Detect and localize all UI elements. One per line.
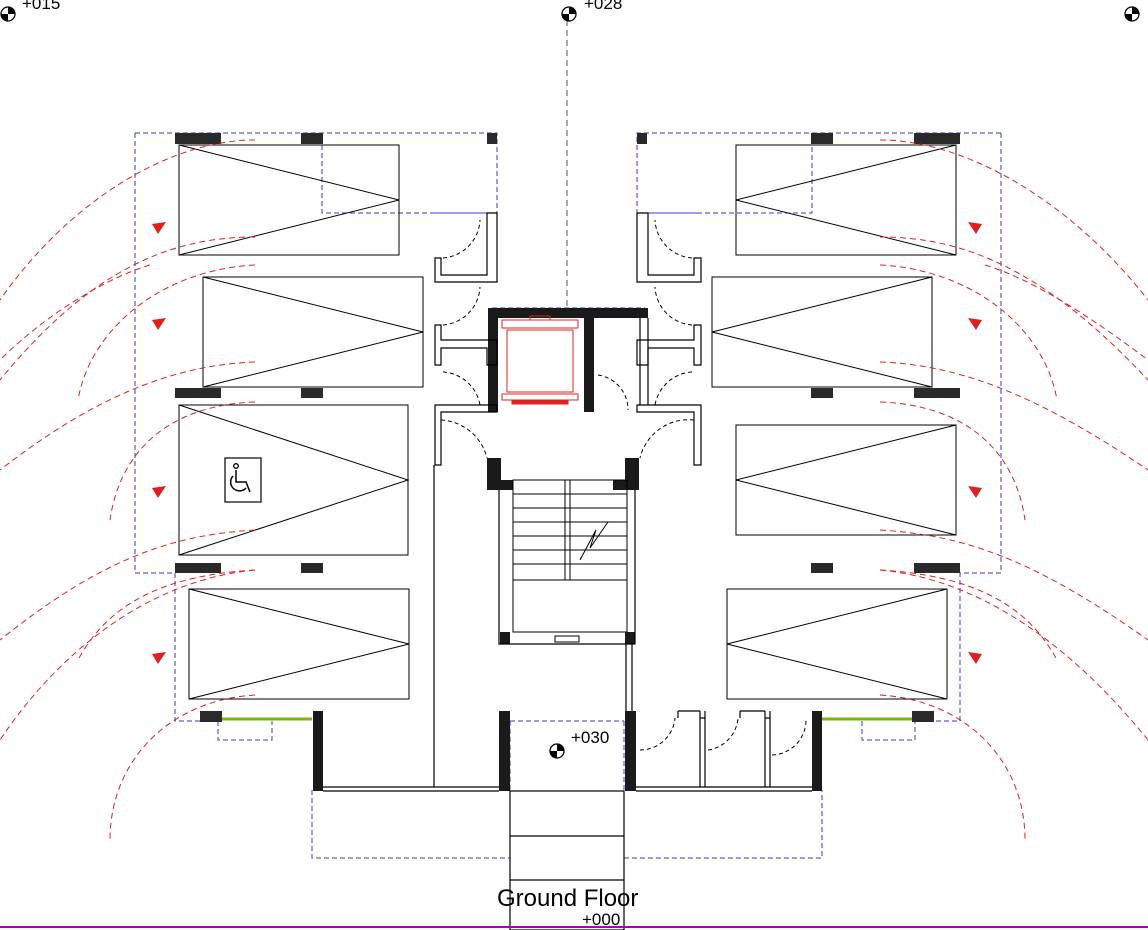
level-target-icon [1124, 6, 1140, 22]
level-label-top-left: +015 [22, 0, 61, 13]
level-target-icon [561, 6, 577, 22]
parking-stalls-left [178, 144, 424, 700]
level-label-entrance: +030 [571, 728, 610, 747]
staircase [512, 479, 628, 643]
elevator [501, 315, 579, 405]
door-swings [440, 219, 807, 756]
columns [175, 133, 960, 722]
partition-walls [323, 212, 812, 930]
level-target-icon [0, 6, 16, 22]
wheelchair-icon [224, 457, 262, 503]
parking-stalls-right [711, 144, 957, 700]
level-label-top-center: +028 [584, 0, 623, 13]
core-walls [313, 308, 822, 791]
turning-arcs [0, 139, 1148, 841]
level-label-ground: +000 [582, 910, 621, 929]
drawing-title: Ground Floor [497, 885, 639, 912]
level-target-icon [549, 743, 565, 759]
turning-arrows [152, 222, 982, 664]
parking-boundaries [134, 132, 1002, 859]
